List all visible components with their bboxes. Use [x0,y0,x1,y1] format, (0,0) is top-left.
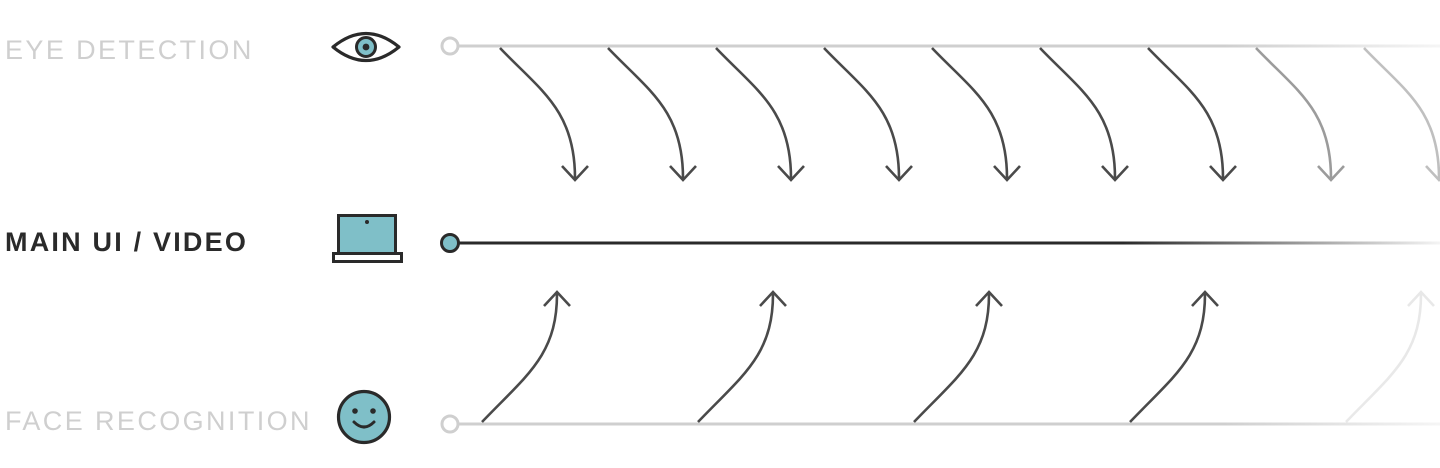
face-to-main-arrows [481,290,1435,423]
eye-to-main-arrows [499,47,1440,182]
eye-to-main-arrow [499,47,589,182]
eye-detection-label: EYE DETECTION [5,35,254,65]
face-recognition-timeline [440,414,1440,434]
main-ui-video-label: MAIN UI / VIDEO [5,227,249,257]
face-to-main-arrow [481,290,571,423]
eye-to-main-arrow [607,47,697,182]
smiley-face-icon [336,389,392,445]
eye-to-main-arrow [1147,47,1237,182]
face-to-main-arrow [1129,290,1219,423]
face-to-main-arrow [913,290,1003,423]
eye-to-main-arrow [823,47,913,182]
face-recognition-label: FACE RECOGNITION [5,406,312,436]
main-ui-video-timeline [440,233,1440,253]
eye-to-main-arrow [1255,47,1345,182]
face-to-main-arrow [1345,290,1435,423]
eye-to-main-arrow [1363,47,1440,182]
eye-icon [331,32,401,62]
face-to-main-arrow [697,290,787,423]
laptop-icon [332,214,403,263]
eye-to-main-arrow [1039,47,1129,182]
eye-to-main-arrow [931,47,1021,182]
eye-detection-timeline [440,36,1440,56]
eye-to-main-arrow [715,47,805,182]
